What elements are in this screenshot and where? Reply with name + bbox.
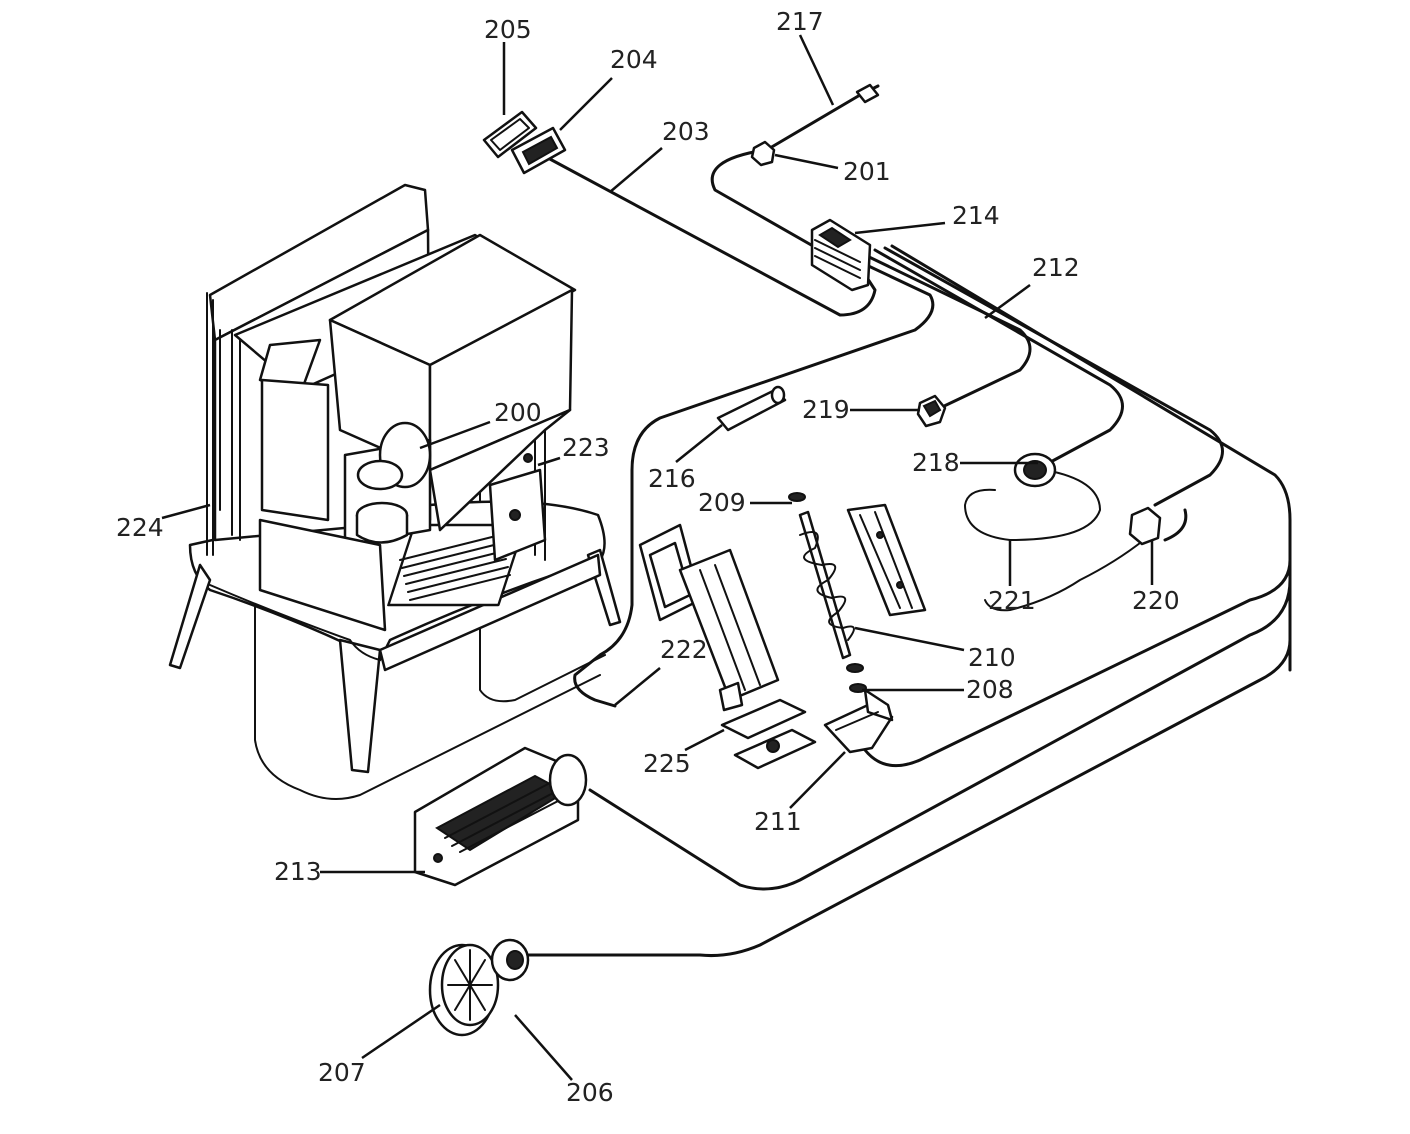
label-224: 224 xyxy=(116,513,164,542)
label-217: 217 xyxy=(776,7,824,36)
label-207: 207 xyxy=(318,1058,366,1087)
part-211-auger-motor xyxy=(823,688,894,754)
part-217-power-plug xyxy=(855,83,880,104)
label-220: 220 xyxy=(1132,586,1180,615)
label-204: 204 xyxy=(610,45,658,74)
label-203: 203 xyxy=(662,117,710,146)
label-222: 222 xyxy=(660,635,708,664)
part-218-vacuum-switch xyxy=(1013,452,1057,488)
stove-body xyxy=(168,183,622,774)
label-209: 209 xyxy=(698,488,746,517)
part-214-control-board xyxy=(810,218,872,292)
part-225-mount-plate xyxy=(720,698,817,770)
label-218: 218 xyxy=(912,448,960,477)
label-213: 213 xyxy=(274,857,322,886)
part-208-bushing xyxy=(846,663,867,693)
grate-lines xyxy=(399,534,511,601)
label-212: 212 xyxy=(1032,253,1080,282)
wiring-harness xyxy=(254,84,1292,957)
part-219-sensor xyxy=(916,394,947,428)
leader-lines xyxy=(161,34,1154,1081)
label-219: 219 xyxy=(802,395,850,424)
part-205-display-gasket xyxy=(482,110,538,159)
label-201: 201 xyxy=(843,157,891,186)
flue-elbow xyxy=(355,421,432,544)
label-211: 211 xyxy=(754,807,802,836)
part-204-control-display xyxy=(510,126,567,175)
label-206: 206 xyxy=(566,1078,614,1107)
label-205: 205 xyxy=(484,15,532,44)
label-221: 221 xyxy=(988,586,1036,615)
label-214: 214 xyxy=(952,201,1000,230)
label-225: 225 xyxy=(643,749,691,778)
part-213-convection-blower xyxy=(413,746,588,887)
label-208: 208 xyxy=(966,675,1014,704)
part-201-switch xyxy=(750,140,776,167)
label-223: 223 xyxy=(562,433,610,462)
part-209-bushing xyxy=(788,492,806,502)
label-210: 210 xyxy=(968,643,1016,672)
label-216: 216 xyxy=(648,464,696,493)
part-210-auger xyxy=(798,503,927,660)
label-200: 200 xyxy=(494,398,542,427)
part-220-thermostat xyxy=(1128,506,1162,546)
part-labels: 205 204 217 203 201 214 212 200 219 223 … xyxy=(116,7,1180,1107)
part-222-auger-tube xyxy=(638,523,780,712)
part-216-igniter xyxy=(716,385,787,432)
part-206-207-exhaust-blower xyxy=(428,938,530,1037)
